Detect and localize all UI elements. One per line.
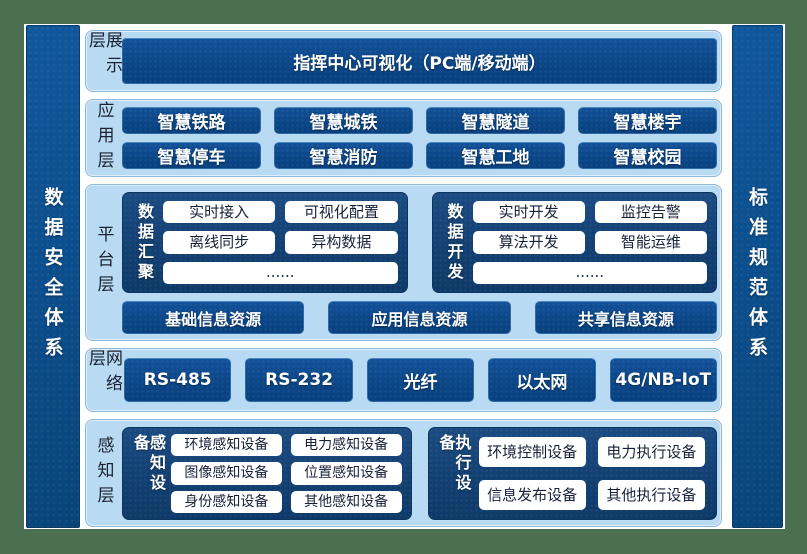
layer-display-body: 指挥中心可视化（PC端/移动端） [120,31,721,91]
ellipsis-block: ...... [472,261,707,284]
device-block: 环境感知设备 [171,434,282,457]
sensing-devices-grid: 环境感知设备 电力感知设备 图像感知设备 位置感知设备 身份感知设备 其他感知设… [171,434,402,513]
standards-pillar: 标准规范体系 [732,25,783,528]
app-block: 智慧楼宇 [578,107,717,134]
data-security-pillar-label: 数据安全体系 [41,186,64,367]
resource-block: 共享信息资源 [534,301,717,334]
layer-perception-panel: 感知层 感知设备 环境感知设备 电力感知设备 图像感知设备 位置感知设备 身份感… [85,419,722,527]
app-block: 智慧停车 [122,142,261,169]
app-block: 智慧校园 [578,142,717,169]
data-development-grid: 实时开发 监控告警 算法开发 智能运维 ...... [472,201,707,284]
data-development-label: 数据开发 [444,202,464,283]
data-aggregation-label: 数据汇聚 [135,202,154,283]
feature-block: 实时开发 [472,201,585,224]
data-security-pillar: 数据安全体系 [26,25,80,528]
data-development-panel: 数据开发 实时开发 监控告警 算法开发 智能运维 ...... [431,192,717,293]
network-block: 以太网 [488,358,596,402]
network-block: RS-485 [124,358,232,402]
execution-devices-panel: 执行设备 环境控制设备 电力执行设备 信息发布设备 其他执行设备 [427,427,717,520]
layer-label: 感知层 [93,435,114,511]
device-block: 其他执行设备 [597,480,705,510]
layer-platform-body: 数据汇聚 实时接入 可视化配置 离线同步 异构数据 ...... 数据开发 [120,185,721,340]
network-block: RS-232 [245,358,353,402]
platform-resources-row: 基础信息资源 应用信息资源 共享信息资源 [122,301,717,334]
layer-platform-panel: 平台层 数据汇聚 实时接入 可视化配置 离线同步 异构数据 ...... [85,184,722,341]
platform-groups: 数据汇聚 实时接入 可视化配置 离线同步 异构数据 ...... 数据开发 [122,192,717,293]
feature-block: 实时接入 [163,201,276,224]
layer-display-panel: 展示层 指挥中心可视化（PC端/移动端） [85,30,722,92]
device-block: 信息发布设备 [478,480,586,510]
layer-network-body: RS-485 RS-232 光纤 以太网 4G/NB-IoT [120,349,721,411]
diagram-content: 数据安全体系 展示层 指挥中心可视化（PC端/移动端） 应用层 智慧铁路 智慧城… [24,24,785,529]
layer-label: 展示层 [85,31,122,81]
resource-block: 基础信息资源 [122,301,305,334]
app-block: 智慧隧道 [426,107,565,134]
layer-application-body: 智慧铁路 智慧城铁 智慧隧道 智慧楼宇 智慧停车 智慧消防 智慧工地 智慧校园 [120,100,721,176]
device-block: 图像感知设备 [171,462,282,485]
layer-application-panel: 应用层 智慧铁路 智慧城铁 智慧隧道 智慧楼宇 智慧停车 智慧消防 智慧工地 智… [85,99,722,177]
feature-block: 可视化配置 [285,201,398,224]
execution-devices-grid: 环境控制设备 电力执行设备 信息发布设备 其他执行设备 [477,434,708,513]
device-block: 其他感知设备 [290,490,402,513]
feature-block: 算法开发 [472,231,585,254]
device-block: 身份感知设备 [171,490,282,513]
network-block: 4G/NB-IoT [609,358,718,402]
layer-stack: 展示层 指挥中心可视化（PC端/移动端） 应用层 智慧铁路 智慧城铁 智慧隧道 … [85,25,722,528]
sensing-devices-panel: 感知设备 环境感知设备 电力感知设备 图像感知设备 位置感知设备 身份感知设备 … [122,427,412,520]
feature-block: 离线同步 [163,231,276,254]
feature-block: 监控告警 [594,201,707,224]
app-block: 智慧工地 [426,142,565,169]
sensing-devices-label: 感知设备 [131,434,166,494]
standards-pillar-label: 标准规范体系 [746,186,768,367]
network-block: 光纤 [366,358,475,402]
device-block: 环境控制设备 [478,437,586,467]
feature-block: 智能运维 [594,231,707,254]
execution-devices-label: 执行设备 [436,434,472,494]
device-block: 电力感知设备 [290,434,402,457]
command-center-bar: 指挥中心可视化（PC端/移动端） [122,38,717,84]
data-aggregation-grid: 实时接入 可视化配置 离线同步 异构数据 ...... [163,201,398,284]
feature-block: 异构数据 [285,231,398,254]
layer-network-panel: 网络层 RS-485 RS-232 光纤 以太网 4G/NB-IoT [85,348,722,412]
device-block: 位置感知设备 [290,462,402,485]
layer-perception-body: 感知设备 环境感知设备 电力感知设备 图像感知设备 位置感知设备 身份感知设备 … [120,420,721,526]
app-block: 智慧消防 [274,142,413,169]
data-aggregation-panel: 数据汇聚 实时接入 可视化配置 离线同步 异构数据 ...... [122,192,408,293]
app-block: 智慧城铁 [274,107,413,134]
layer-label: 应用层 [93,100,114,176]
ellipsis-block: ...... [163,261,398,284]
app-block: 智慧铁路 [122,107,261,134]
resource-block: 应用信息资源 [328,301,511,334]
layer-label: 平台层 [93,225,114,300]
device-block: 电力执行设备 [597,437,705,467]
layer-label: 网络层 [85,349,122,399]
